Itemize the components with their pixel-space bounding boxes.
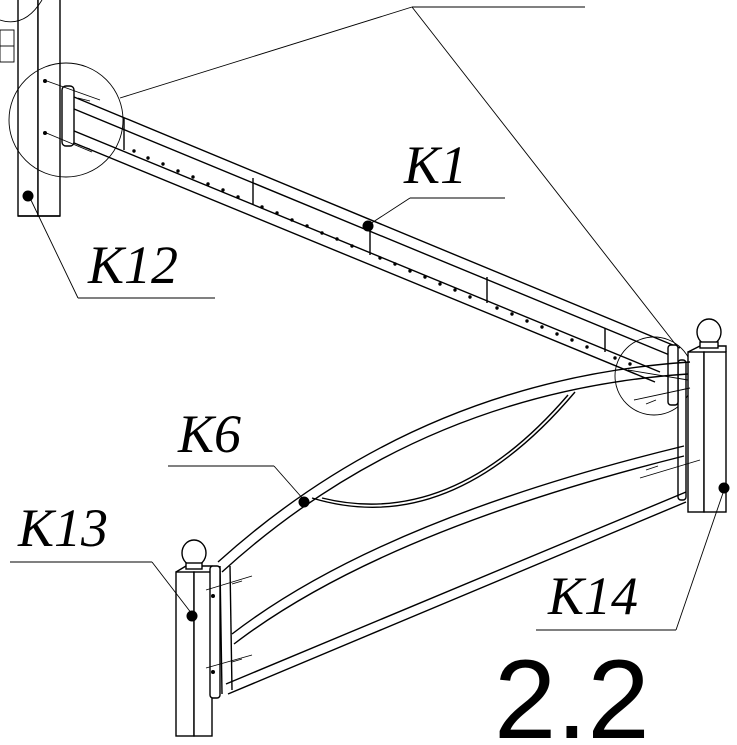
label-k14: K14 [547, 566, 638, 626]
post-k12 [0, 0, 61, 217]
leaders [10, 197, 725, 631]
rail-k1-holes [132, 149, 632, 366]
post-k14 [687, 318, 727, 513]
detail-circle-left [8, 62, 124, 178]
leader-top [119, 6, 677, 346]
figure-number: 2.2 [494, 637, 650, 745]
marker-k12 [22, 190, 34, 202]
label-k1: K1 [403, 135, 467, 195]
label-k6: K6 [177, 404, 241, 464]
marker-k1 [362, 220, 374, 232]
label-k12: K12 [87, 235, 178, 295]
detail-circle-top [0, 0, 43, 23]
post-k13 [175, 539, 253, 737]
gate-k6 [217, 361, 691, 695]
marker-k14 [718, 482, 730, 494]
marker-k6 [298, 496, 310, 508]
right-hinge [627, 344, 701, 501]
label-k13: K13 [17, 498, 108, 558]
marker-k13 [186, 610, 198, 622]
rail-k1 [43, 79, 681, 383]
